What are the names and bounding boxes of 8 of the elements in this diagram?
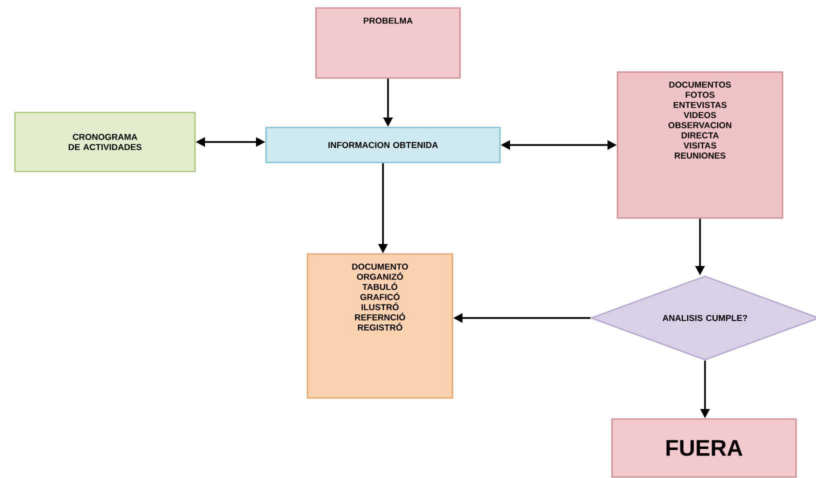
document-box: DOCUMENTO ORGANIZÓ TABULÓ GRAFICÓ ILUSTRÓ REFERNCIÓ REGISTRÓ [306,253,454,399]
schedule-box: CRONOGRAMA DE ACTIVIDADES [14,112,196,172]
problem-box: PROBELMA [315,7,461,79]
information-box: INFORMACION OBTENIDA [265,126,501,164]
exit-box: FUERA [611,418,797,478]
decision-diamond [589,276,816,360]
sources-box: DOCUMENTOS FOTOS ENTEVISTAS VIDEOS OBSERVACION DIRECTA VISITAS REUNIONES [616,71,784,219]
decision-text: ANALISIS CUMPLE? [662,314,748,322]
